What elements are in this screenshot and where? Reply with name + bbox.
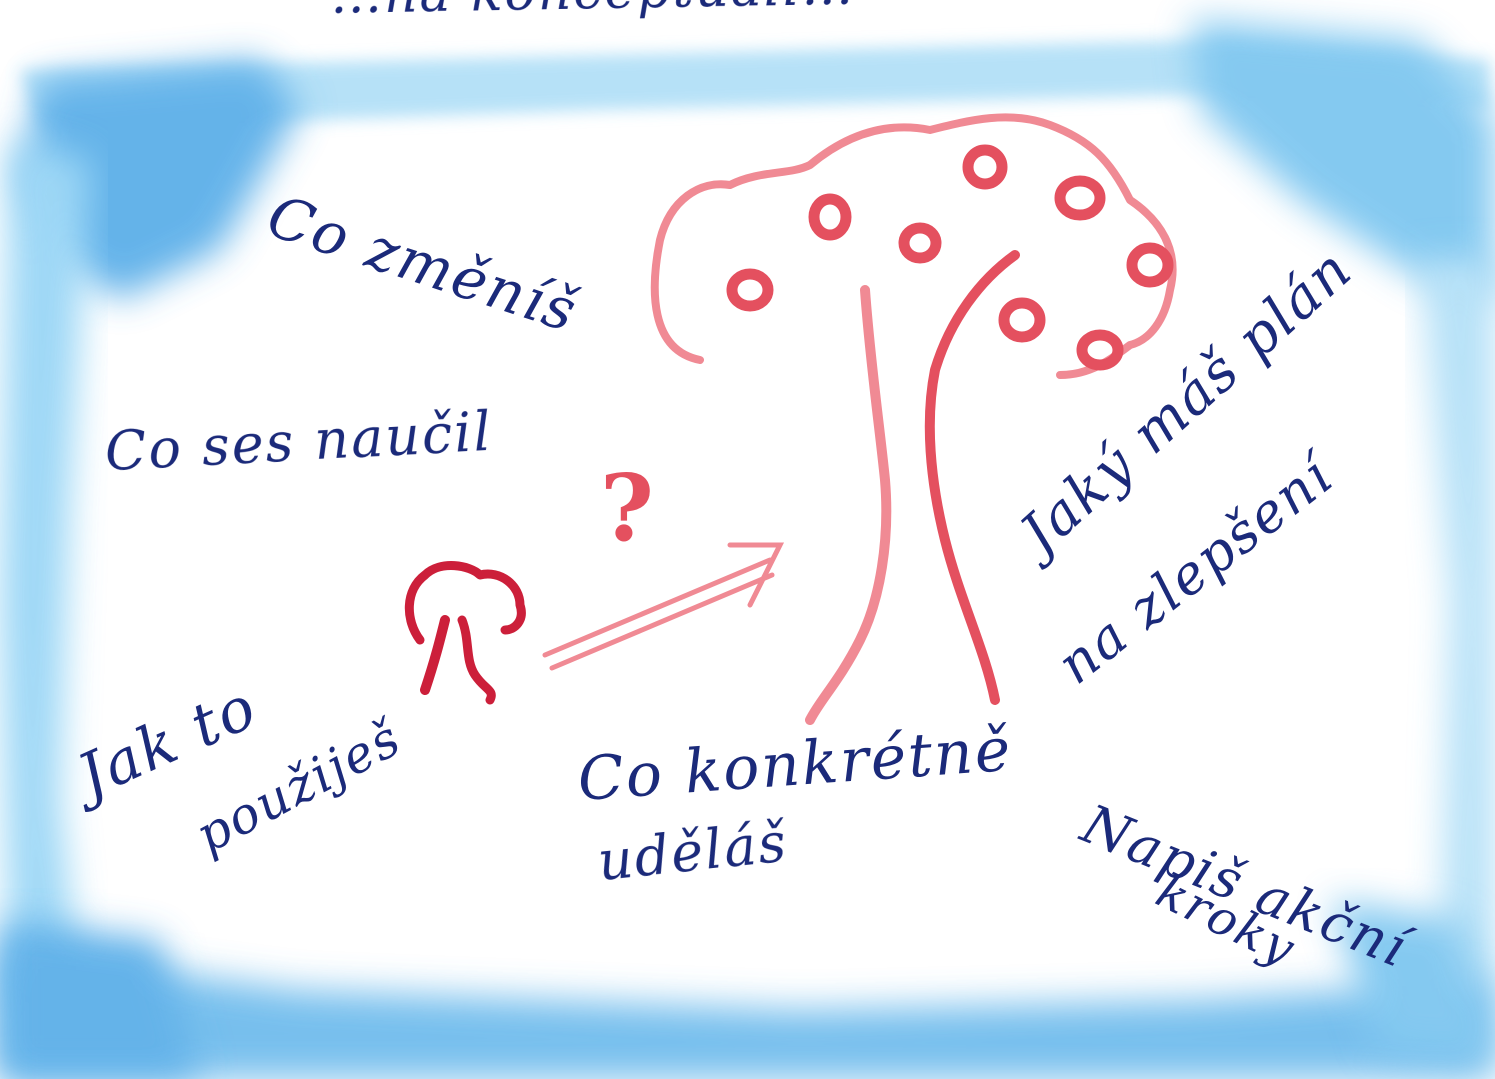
tree-apples <box>726 144 1174 371</box>
watercolor-bottom-left <box>0 920 200 1079</box>
apple <box>726 268 774 312</box>
small-tree-trunk-right <box>457 615 496 705</box>
apple <box>1076 329 1124 371</box>
watercolor-bottom-right <box>1330 900 1495 1060</box>
watercolor-bottom <box>0 950 1495 1079</box>
watercolor-top-left <box>20 60 300 300</box>
watercolor-frame <box>0 20 1495 1079</box>
tree-crown <box>650 113 1177 379</box>
arrow-shaft <box>542 557 773 658</box>
tree-drawing <box>650 113 1177 725</box>
watercolor-top <box>20 40 1490 130</box>
small-tree-drawing <box>404 561 526 705</box>
small-tree-trunk-left <box>420 615 450 695</box>
watercolor-left <box>0 140 90 1010</box>
small-tree-crown <box>404 561 526 645</box>
tree-trunk-left <box>805 285 892 725</box>
question-mark: ? <box>600 454 654 562</box>
apple <box>1126 242 1174 288</box>
apple <box>1054 175 1106 221</box>
watercolor-right <box>1420 260 1495 1000</box>
arrow-head <box>727 542 785 608</box>
arrow-shaft-second <box>549 572 775 671</box>
arrow <box>542 542 785 671</box>
watercolor-top-right <box>1190 20 1495 300</box>
tree-trunk-right <box>924 250 1020 705</box>
apple <box>998 297 1046 343</box>
apple <box>962 144 1008 190</box>
apple <box>808 193 852 241</box>
apple <box>898 222 942 264</box>
